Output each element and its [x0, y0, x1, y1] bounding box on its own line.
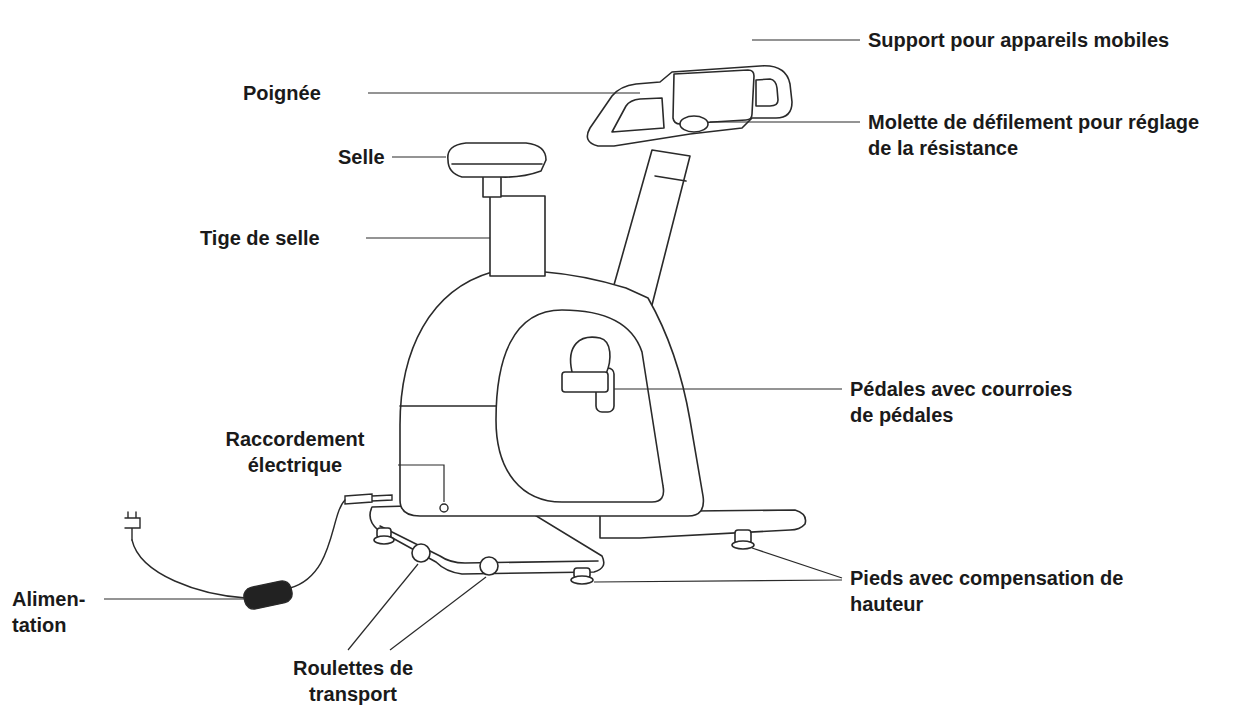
- saddle-clamp: [483, 175, 501, 197]
- part-label: Support pour appareils mobiles: [868, 27, 1248, 53]
- leader-line: [710, 121, 860, 122]
- part-label: Pieds avec compensation de hauteur: [850, 565, 1150, 617]
- power-socket: [440, 504, 448, 512]
- foot: [732, 541, 754, 549]
- transport-wheel: [480, 557, 498, 575]
- leader-line: [392, 156, 446, 157]
- part-label: Pédales avec courroies de pédales: [850, 376, 1090, 428]
- bike-frame: [370, 66, 806, 584]
- leader-lines: [104, 40, 860, 650]
- foot: [571, 576, 593, 584]
- leader-line: [390, 577, 486, 650]
- plug: [125, 512, 140, 540]
- saddle: [448, 143, 546, 177]
- handlebar-opening: [612, 98, 664, 132]
- handlebar-opening: [756, 79, 778, 106]
- pedal-strap: [571, 337, 610, 374]
- leader-line: [398, 465, 444, 502]
- part-label: Molette de défilement pour réglage de la…: [868, 109, 1213, 161]
- column-seam: [655, 176, 686, 181]
- part-label: Raccordement électrique: [200, 426, 390, 478]
- power-supply: [125, 494, 448, 611]
- seat-post: [490, 196, 545, 276]
- leader-line: [594, 580, 842, 582]
- leader-line: [614, 388, 842, 389]
- body-seam: [400, 405, 498, 407]
- pedal: [562, 372, 608, 392]
- adapter-box: [242, 579, 294, 610]
- leader-line: [366, 237, 490, 238]
- transport-wheel: [412, 544, 430, 562]
- cable: [290, 500, 345, 588]
- handlebar: [587, 66, 792, 146]
- cable: [132, 540, 246, 598]
- part-label: Roulettes de transport: [278, 655, 428, 707]
- front-column: [612, 150, 690, 305]
- saddle-edge: [452, 163, 542, 165]
- foot: [374, 536, 394, 544]
- leader-line: [368, 92, 640, 93]
- part-label: Tige de selle: [200, 225, 360, 251]
- part-label: Selle: [338, 144, 390, 170]
- part-label: Alimen- tation: [12, 586, 102, 638]
- device-holder: [673, 70, 754, 124]
- main-body: [400, 272, 703, 516]
- body-window: [496, 310, 664, 502]
- connector: [345, 494, 392, 504]
- resistance-wheel: [680, 116, 708, 132]
- leader-line: [752, 548, 842, 578]
- leader-line: [752, 39, 860, 40]
- leader-line: [104, 598, 244, 599]
- part-label: Poignée: [243, 80, 363, 106]
